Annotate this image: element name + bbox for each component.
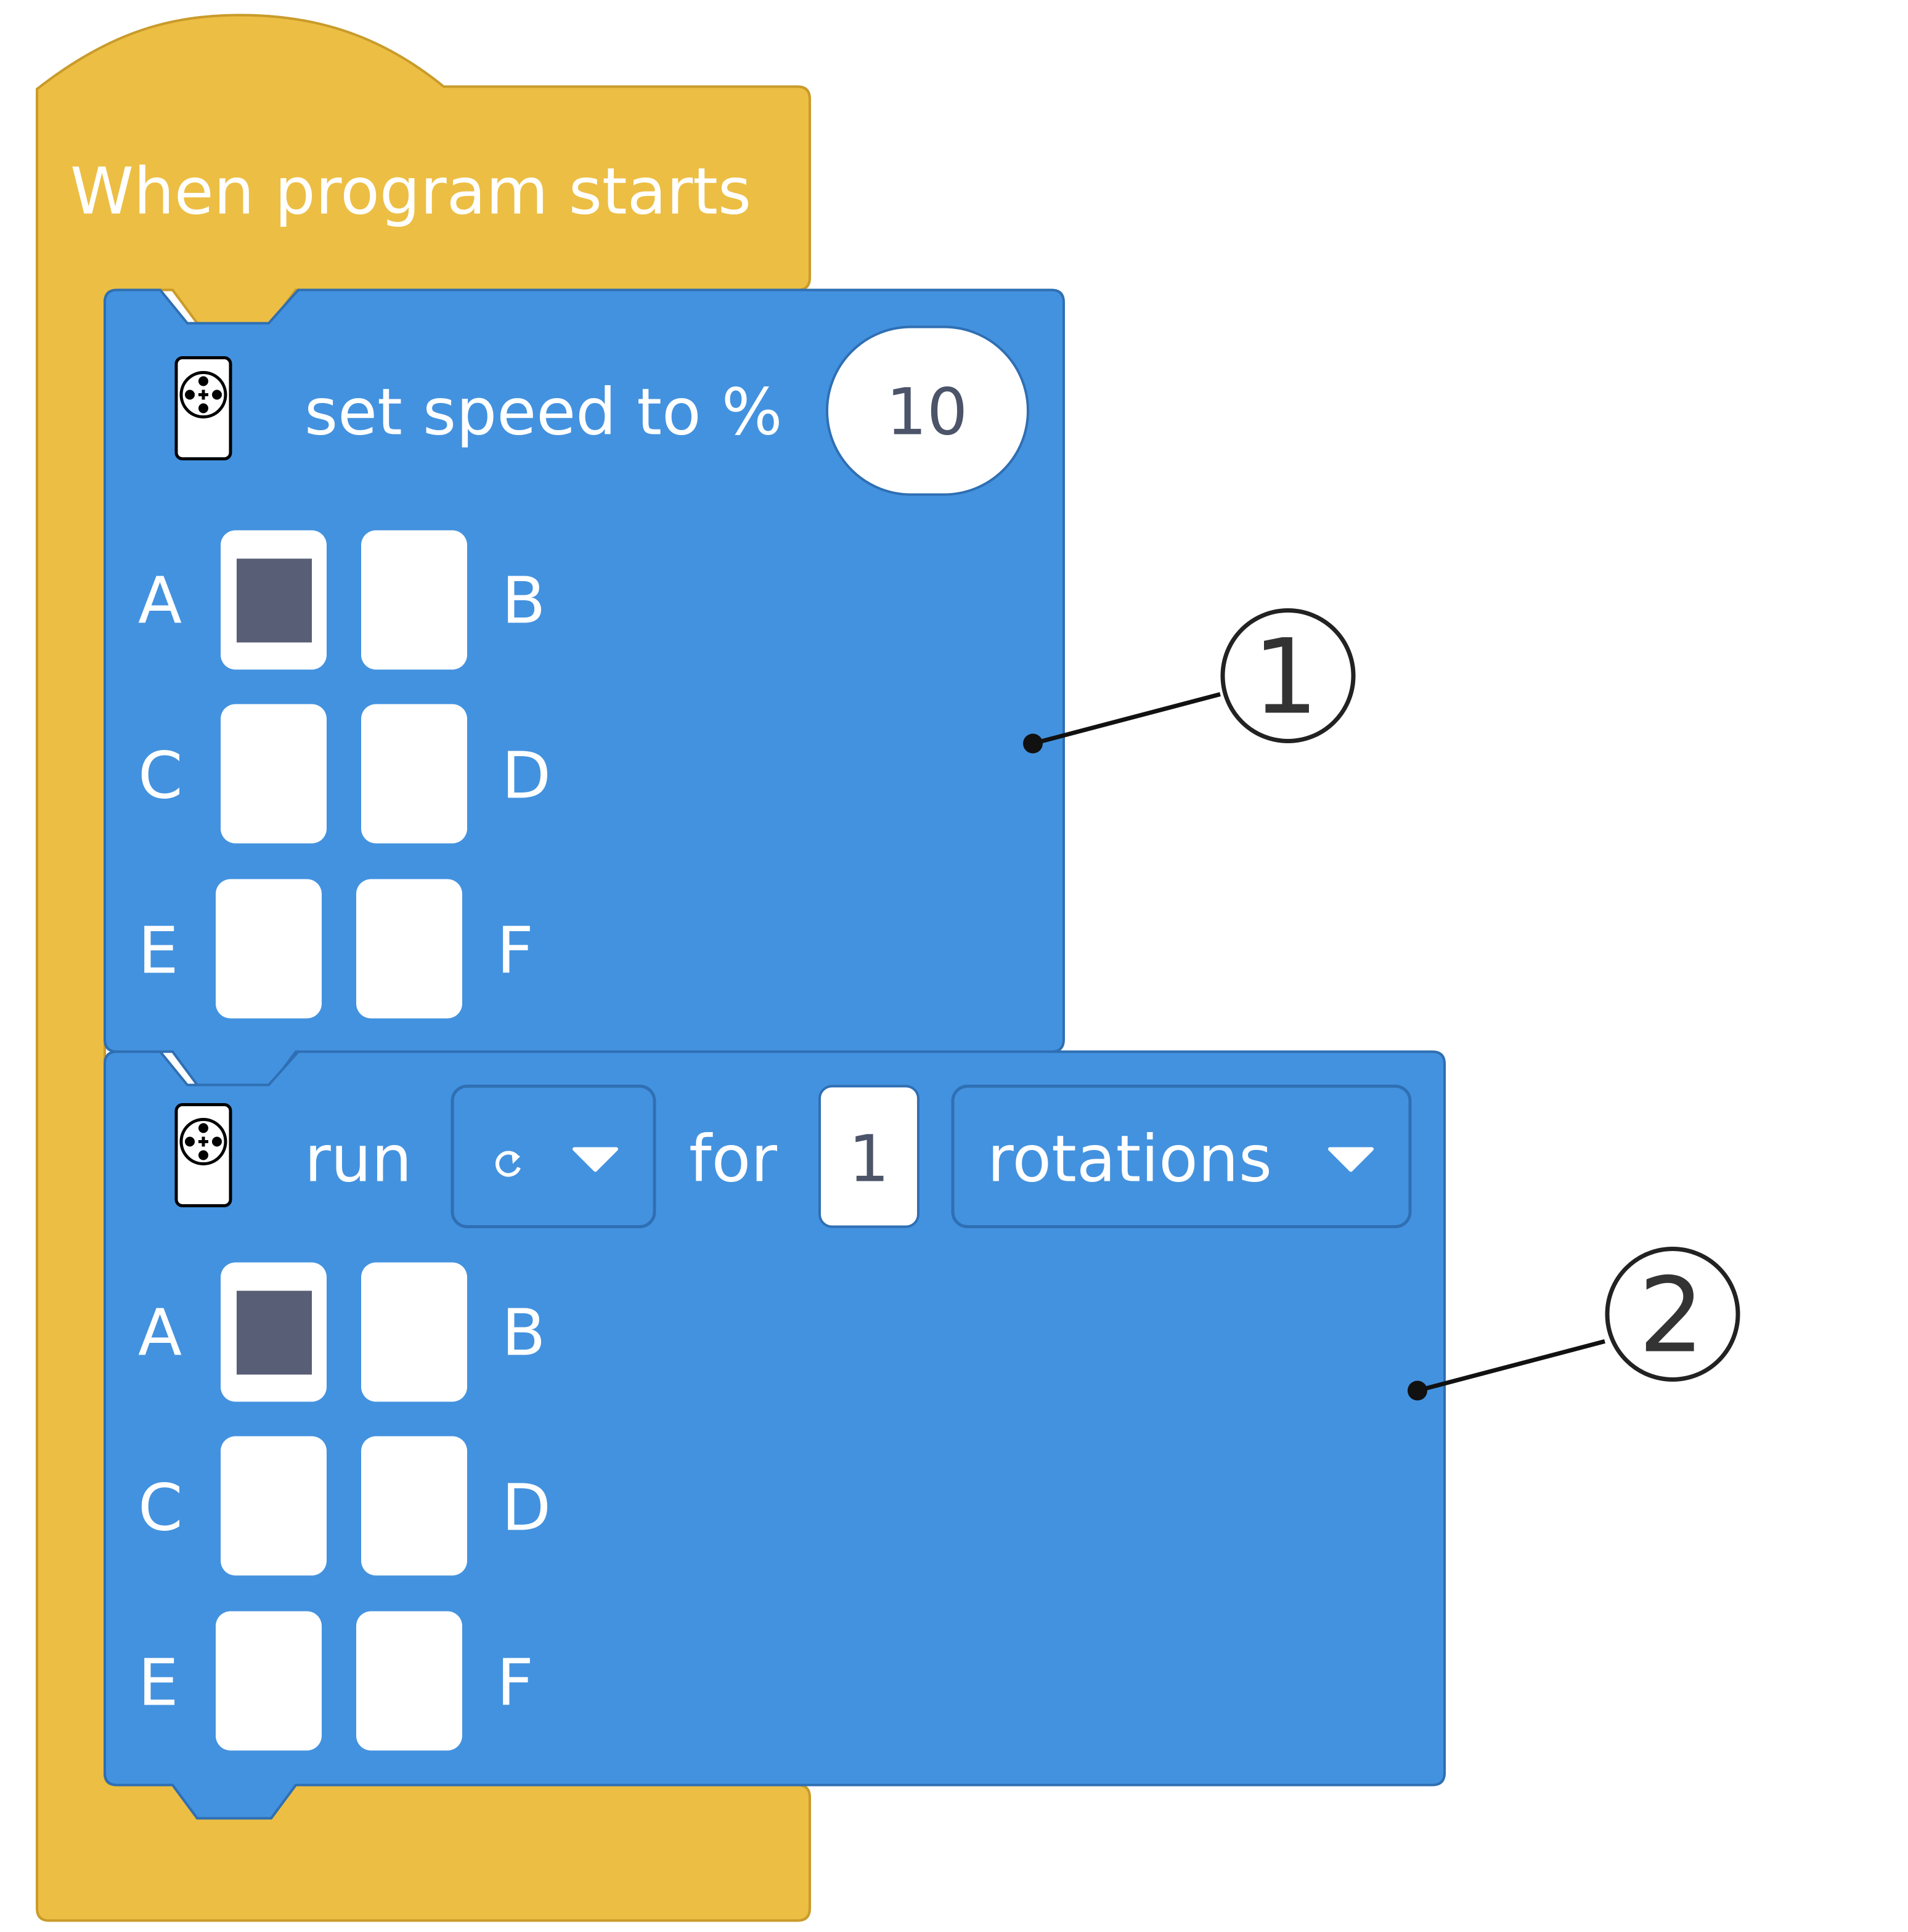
rotation-amount-input[interactable]: 1 — [818, 1085, 919, 1228]
port-e-checkbox[interactable] — [216, 879, 322, 1019]
port-f-checkbox[interactable] — [356, 1611, 462, 1751]
rotation-amount: 1 — [849, 1122, 889, 1197]
port-label-f: F — [497, 913, 534, 988]
port-label-b: B — [502, 1295, 545, 1371]
port-a-selected-mark — [237, 1290, 312, 1375]
callout-2-number: 2 — [1639, 1255, 1705, 1376]
port-label-f: F — [497, 1645, 534, 1721]
port-b-checkbox[interactable] — [361, 1262, 467, 1402]
port-label-b: B — [502, 563, 545, 638]
motor-icon — [174, 356, 232, 460]
port-a-checkbox[interactable] — [221, 530, 327, 670]
port-label-e: E — [138, 1645, 179, 1721]
port-label-d: D — [502, 1470, 551, 1546]
callout-1: 1 — [1023, 608, 1356, 754]
clockwise-icon — [495, 1151, 521, 1177]
port-label-a: A — [138, 1295, 182, 1371]
port-label-a: A — [138, 563, 182, 638]
speed-value: 10 — [886, 375, 968, 450]
port-f-checkbox[interactable] — [356, 879, 462, 1019]
callout-1-number: 1 — [1253, 617, 1319, 738]
port-e-checkbox[interactable] — [216, 1611, 322, 1751]
unit-label: rotations — [987, 1122, 1272, 1197]
motor-icon — [174, 1103, 232, 1207]
speed-value-input[interactable]: 10 — [826, 325, 1029, 496]
port-b-checkbox[interactable] — [361, 530, 467, 670]
direction-dropdown[interactable] — [450, 1085, 656, 1228]
caret-down-icon — [1328, 1147, 1374, 1172]
callout-2: 2 — [1408, 1247, 1740, 1401]
port-label-e: E — [138, 913, 179, 988]
port-label-c: C — [138, 1470, 183, 1546]
port-a-checkbox[interactable] — [221, 1262, 327, 1402]
port-d-checkbox[interactable] — [361, 704, 467, 844]
for-label: for — [689, 1122, 777, 1197]
unit-dropdown[interactable]: rotations — [951, 1085, 1412, 1228]
set-speed-label: set speed to % — [304, 375, 783, 450]
port-d-checkbox[interactable] — [361, 1436, 467, 1576]
port-a-selected-mark — [237, 558, 312, 643]
port-c-checkbox[interactable] — [221, 1436, 327, 1576]
caret-down-icon — [573, 1147, 618, 1172]
port-c-checkbox[interactable] — [221, 704, 327, 844]
event-block-label: When program starts — [70, 154, 751, 229]
port-label-d: D — [502, 738, 551, 813]
run-label: run — [304, 1122, 412, 1197]
port-label-c: C — [138, 738, 183, 813]
